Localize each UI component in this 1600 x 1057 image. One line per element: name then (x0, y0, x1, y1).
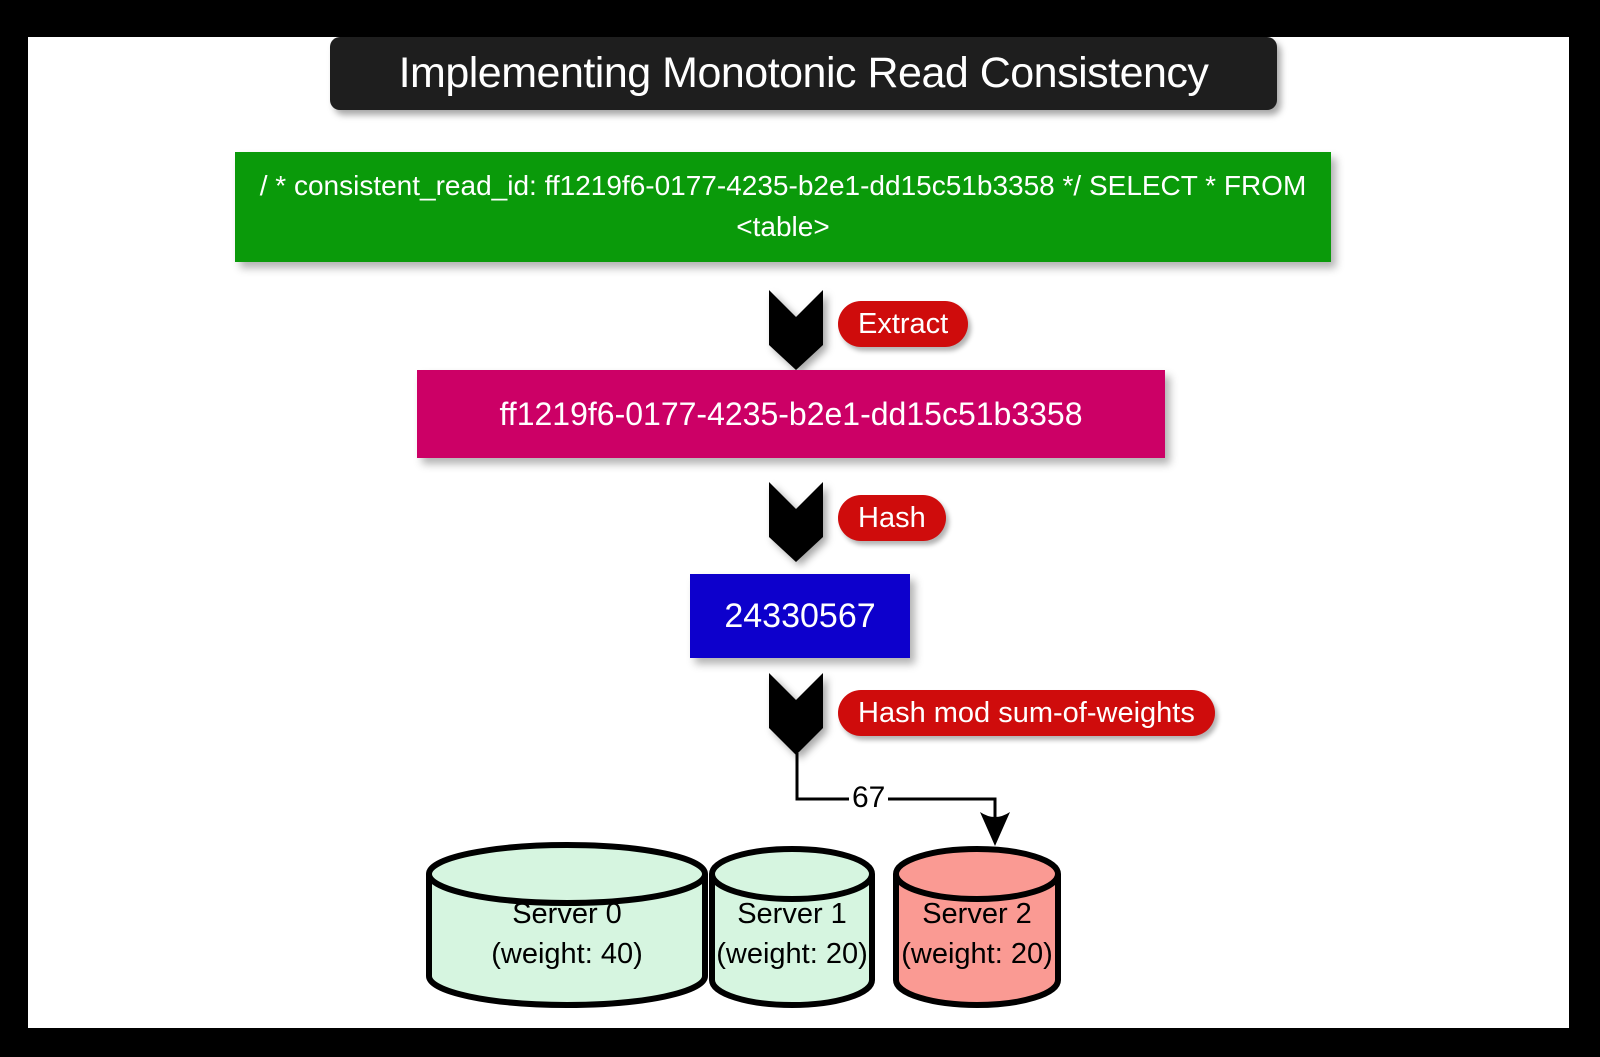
down-arrow-icon (769, 673, 823, 755)
server-1-name: Server 1 (737, 898, 847, 930)
server-0-weight: (weight: 40) (491, 938, 643, 970)
server-2-label: Server 2 (weight: 20) (896, 894, 1058, 974)
server-1-label: Server 1 (weight: 20) (712, 894, 872, 974)
server-0-label: Server 0 (weight: 40) (429, 894, 705, 974)
server-2-weight: (weight: 20) (901, 938, 1053, 970)
step-hash-mod-pill: Hash mod sum-of-weights (838, 690, 1215, 736)
hash-value-box: 24330567 (690, 574, 910, 658)
server-1-weight: (weight: 20) (716, 938, 868, 970)
step-hash-pill: Hash (838, 495, 946, 541)
server-2-cylinder (893, 846, 1061, 1008)
down-arrow-icon (769, 482, 823, 562)
consistent-read-id-box: ff1219f6-0177-4235-b2e1-dd15c51b3358 (417, 370, 1165, 458)
page-title: Implementing Monotonic Read Consistency (330, 37, 1277, 110)
step-extract-pill: Extract (838, 301, 969, 347)
server-0-name: Server 0 (512, 898, 622, 930)
route-connector-arrow (795, 753, 1010, 846)
server-0-cylinder (426, 842, 708, 1008)
down-arrow-icon (769, 290, 823, 370)
server-2-name: Server 2 (922, 898, 1032, 930)
sql-query-box: / * consistent_read_id: ff1219f6-0177-42… (235, 152, 1331, 262)
route-value-label: 67 (849, 780, 889, 816)
server-1-cylinder (709, 846, 875, 1008)
